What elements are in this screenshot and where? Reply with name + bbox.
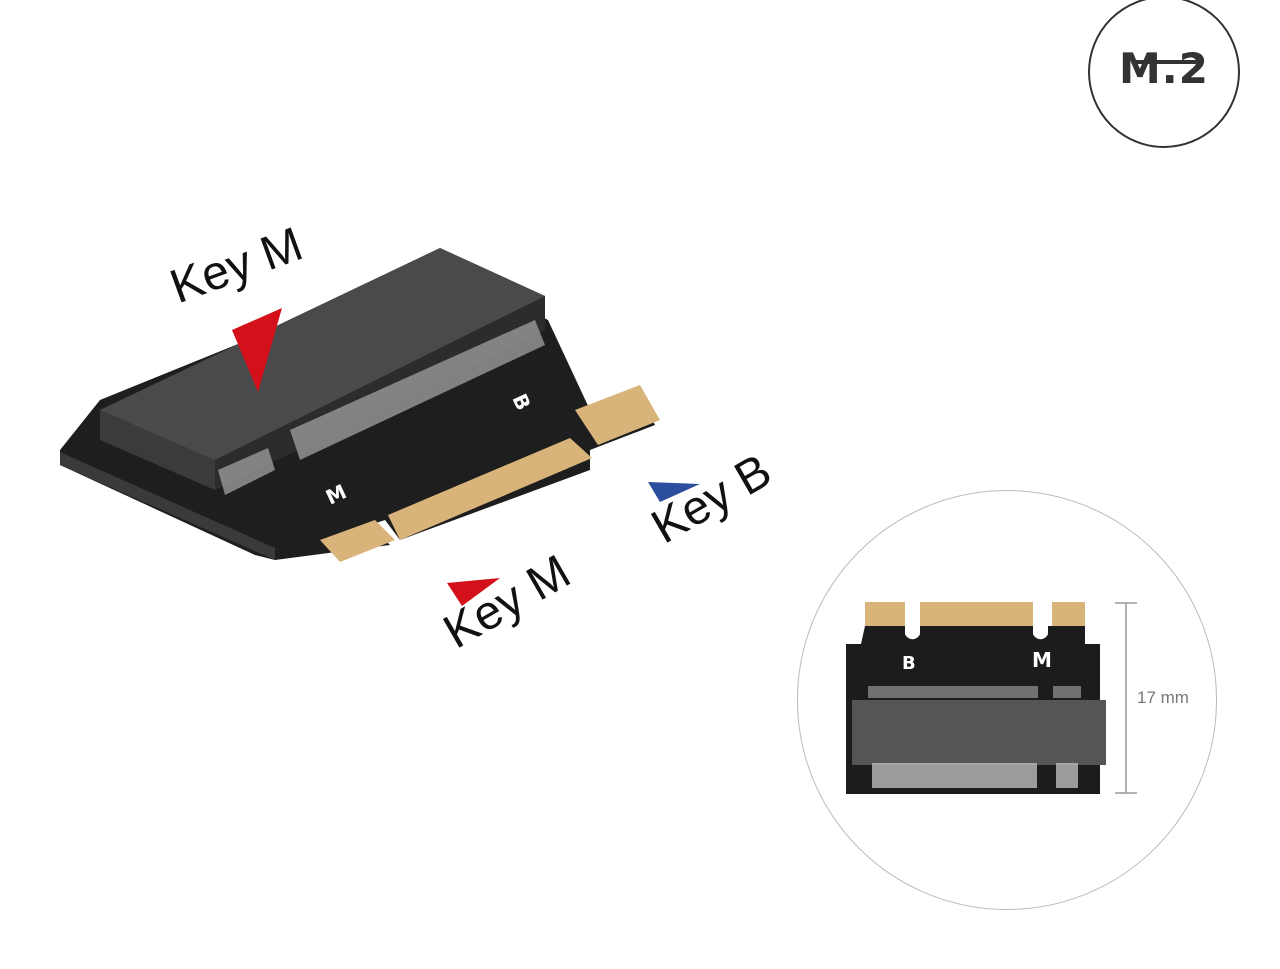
gold-fingers-left xyxy=(320,520,395,562)
gold-fingers-main xyxy=(388,438,592,540)
adapter-board: M B xyxy=(60,248,660,562)
slot-pins xyxy=(290,320,545,460)
badge-text: M.2 xyxy=(1119,44,1209,93)
key-m-bottom-arrow-icon xyxy=(447,578,500,606)
key-b-arrow-icon xyxy=(648,482,700,502)
m2-badge: M.2 xyxy=(1088,0,1240,148)
dimension-label: 17 mm xyxy=(1137,688,1189,707)
gold-fingers-right xyxy=(575,385,660,445)
inset-zoom-circle xyxy=(797,490,1217,910)
key-m-top-arrow-icon xyxy=(232,308,282,392)
badge-overline xyxy=(1132,60,1196,64)
